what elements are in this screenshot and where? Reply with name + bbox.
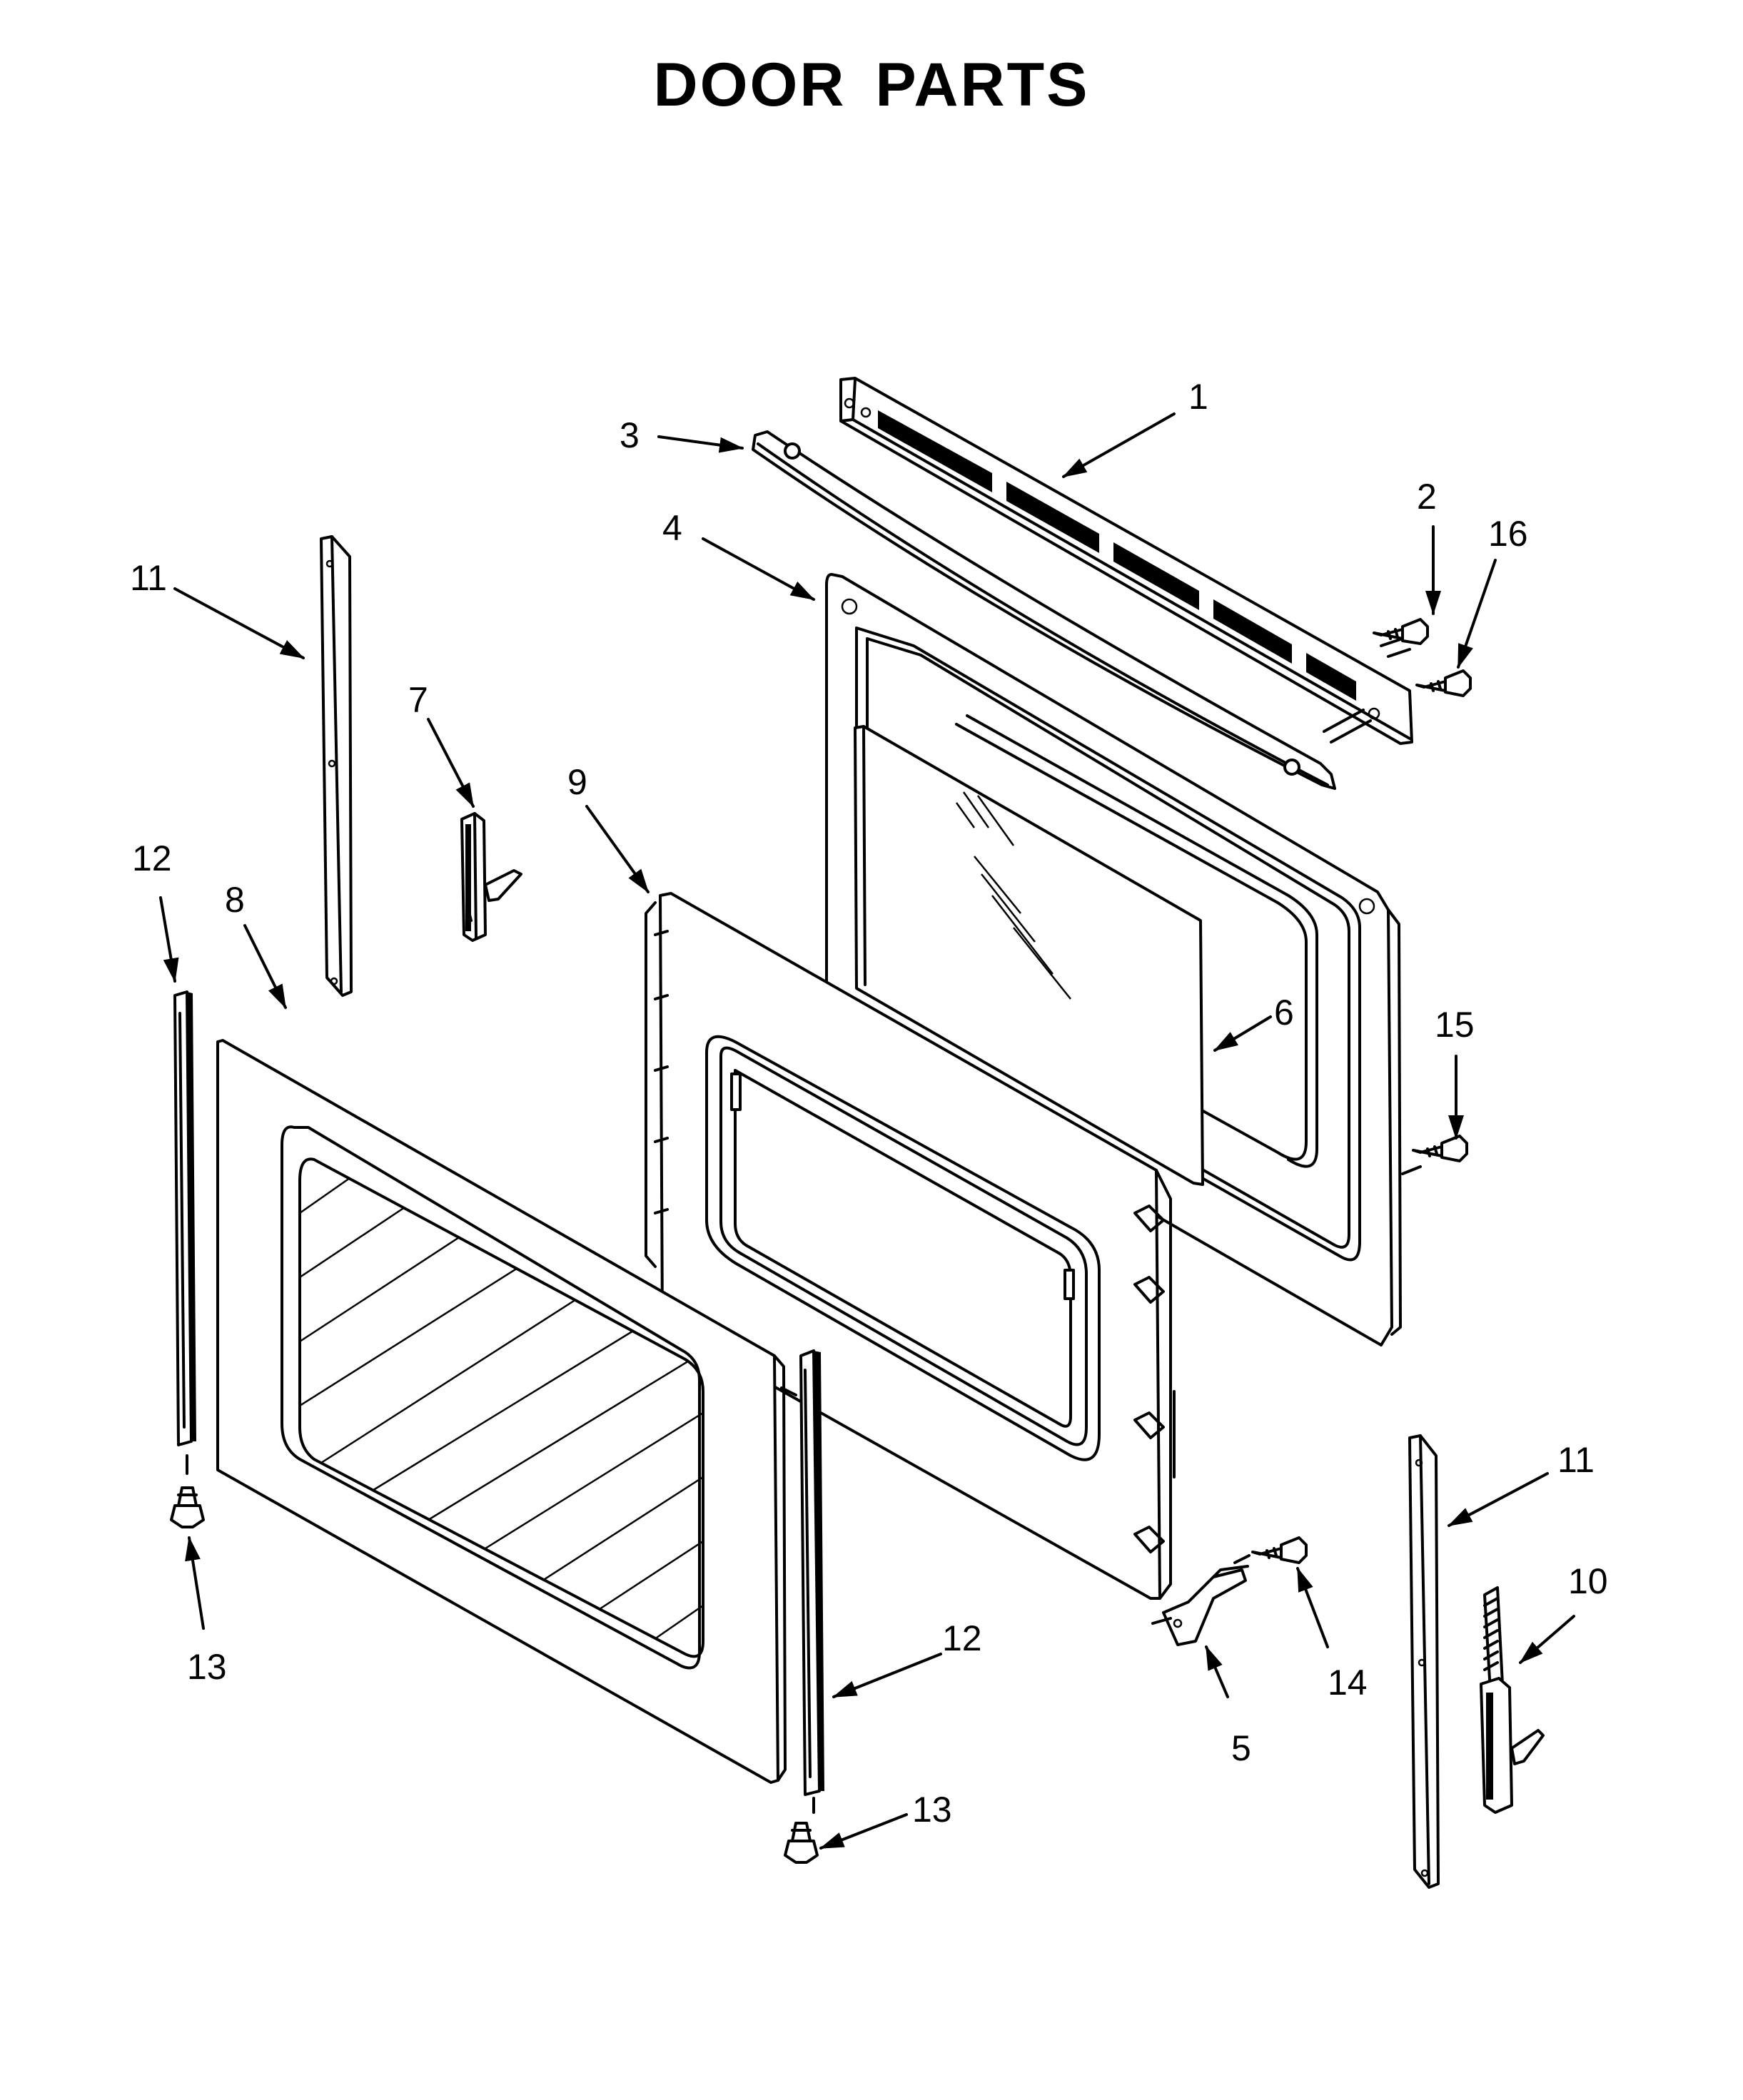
callout-10: 10 bbox=[1568, 1561, 1608, 1601]
part-12-left-trim bbox=[173, 990, 196, 1446]
callout-16: 16 bbox=[1488, 514, 1528, 554]
callout-4: 4 bbox=[662, 508, 682, 548]
part-8-outer-door bbox=[216, 1039, 787, 1784]
callout-6: 6 bbox=[1274, 993, 1294, 1033]
callout-13-left: 13 bbox=[187, 1647, 227, 1687]
page-title: DOOR PARTS bbox=[653, 51, 1090, 119]
part-1-vent-trim bbox=[839, 377, 1413, 745]
screw-part-13-left bbox=[170, 1486, 205, 1528]
callout-11-left: 11 bbox=[130, 558, 167, 598]
assembly-guides bbox=[186, 637, 1422, 1814]
part-11-left-channel bbox=[320, 535, 353, 997]
leader-arrows bbox=[159, 412, 1575, 1850]
part-11-right-channel bbox=[1408, 1434, 1440, 1889]
callout-1: 1 bbox=[1188, 377, 1208, 417]
part-10-hinge bbox=[1480, 1586, 1545, 1814]
callout-11-right: 11 bbox=[1557, 1440, 1595, 1480]
callout-3: 3 bbox=[620, 415, 640, 455]
callout-14: 14 bbox=[1328, 1663, 1368, 1703]
callout-12-right: 12 bbox=[942, 1618, 982, 1658]
screw-part-13-right bbox=[784, 1822, 819, 1864]
part-12-right-trim bbox=[799, 1349, 824, 1796]
callout-13-right: 13 bbox=[912, 1790, 952, 1830]
part-5-bracket bbox=[1151, 1565, 1249, 1646]
screw-part-15 bbox=[1412, 1135, 1468, 1162]
screw-part-16 bbox=[1415, 669, 1472, 697]
callout-9: 9 bbox=[567, 762, 587, 802]
callout-12-left: 12 bbox=[132, 838, 172, 878]
callout-15: 15 bbox=[1435, 1005, 1475, 1045]
callout-8: 8 bbox=[225, 880, 245, 920]
callout-5: 5 bbox=[1231, 1728, 1251, 1768]
part-6-glass bbox=[854, 725, 1204, 1186]
part-7-hinge-receptacle bbox=[460, 812, 522, 942]
part-3-handle bbox=[752, 430, 1336, 790]
screw-part-2 bbox=[1373, 618, 1429, 645]
callout-2: 2 bbox=[1417, 477, 1437, 517]
screw-part-14 bbox=[1251, 1536, 1308, 1564]
callout-7: 7 bbox=[408, 680, 428, 720]
